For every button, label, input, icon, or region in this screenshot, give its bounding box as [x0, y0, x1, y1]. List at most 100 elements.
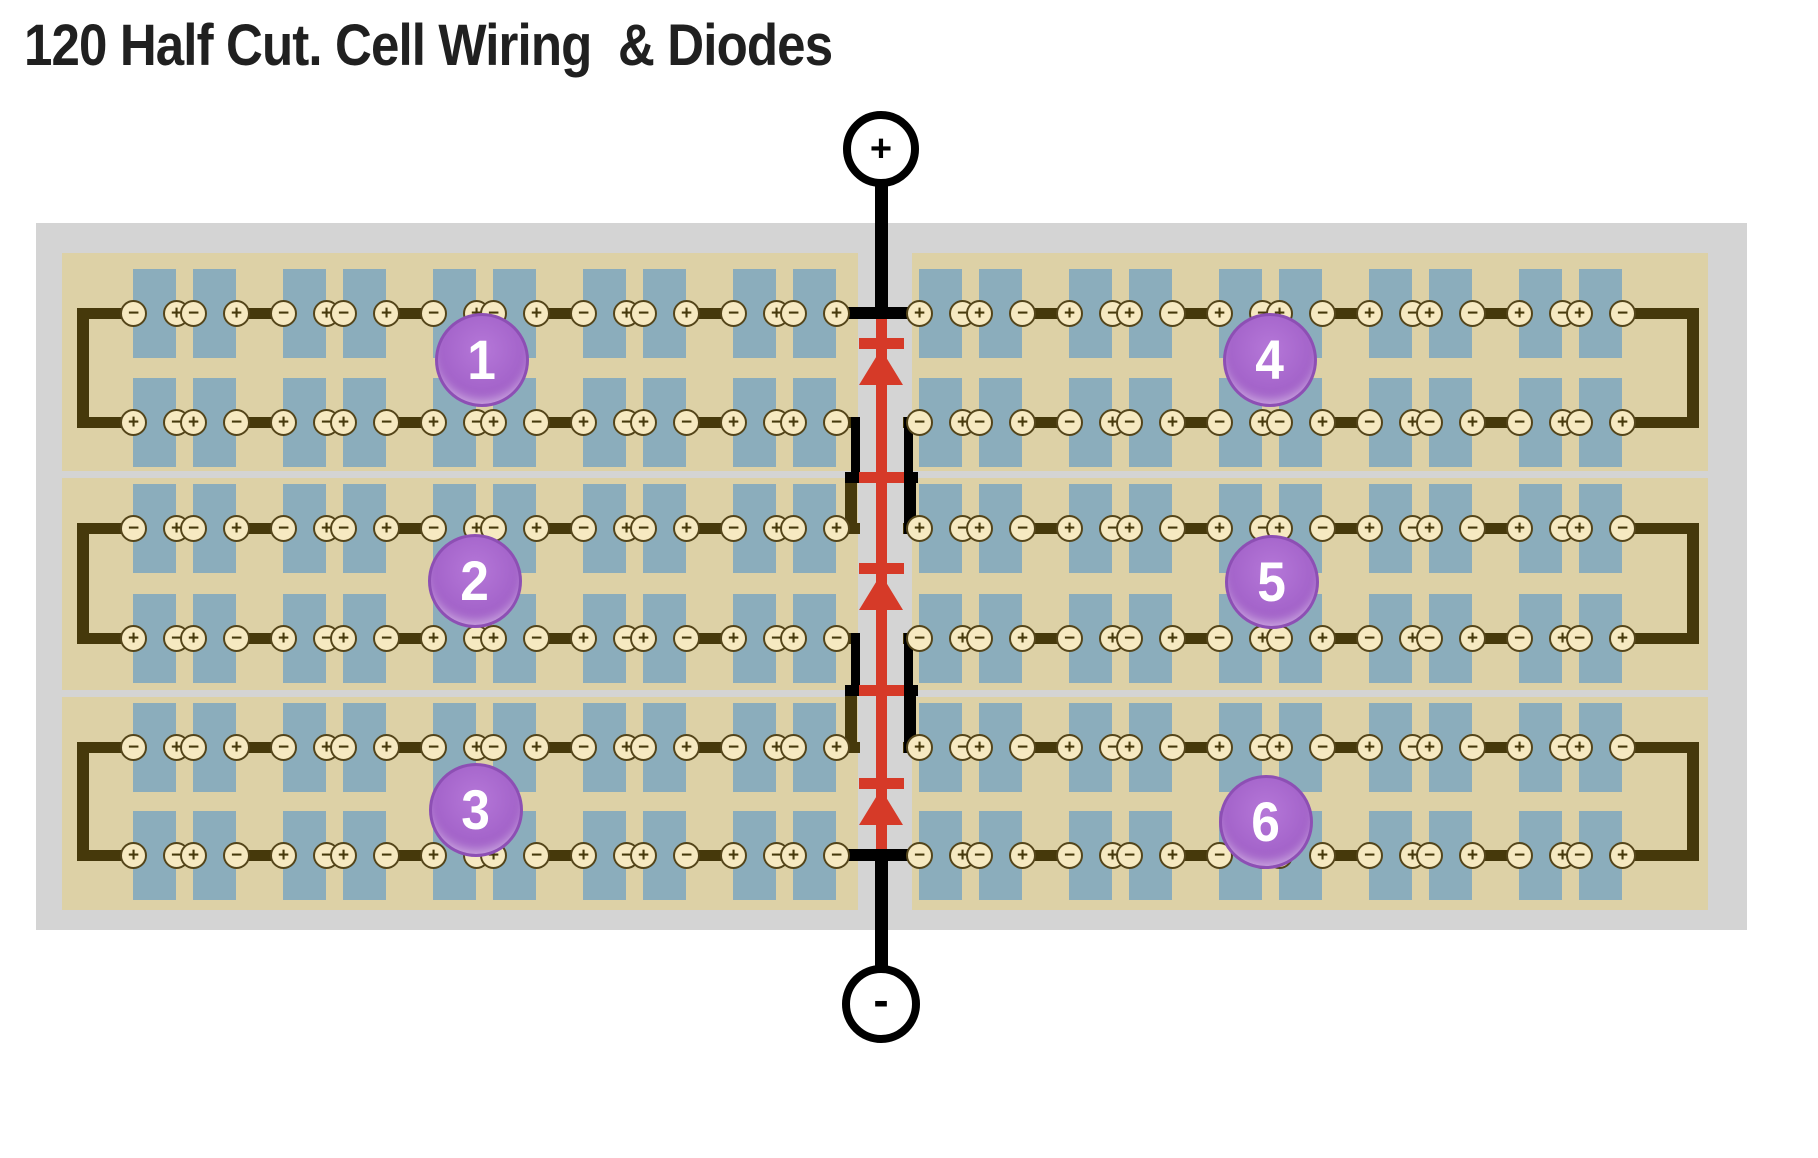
pad-sign: − [1166, 518, 1179, 539]
wire-segment [77, 417, 140, 428]
pad-sign: − [1616, 303, 1629, 324]
pad-sign: − [530, 845, 543, 866]
pad-sign: + [1556, 845, 1569, 866]
pad-sign: + [170, 737, 183, 758]
pad-sign: + [230, 518, 243, 539]
polarity-pad: + [1009, 842, 1036, 869]
pad-sign: + [1316, 845, 1329, 866]
polarity-pad: − [1609, 734, 1636, 761]
wire-segment [1172, 523, 1226, 534]
string-badge-2: 2 [428, 534, 522, 628]
polarity-pad: − [223, 625, 250, 652]
pad-sign: − [680, 845, 693, 866]
polarity-pad: + [1506, 515, 1533, 542]
badge-label: 6 [1251, 790, 1281, 853]
wire-segment [1472, 523, 1526, 534]
pad-sign: + [1256, 628, 1269, 649]
pad-sign: + [620, 737, 633, 758]
wire-segment [686, 742, 740, 753]
polarity-pad: − [720, 734, 747, 761]
polarity-pad: + [673, 300, 700, 327]
polarity-pad: + [1159, 409, 1186, 436]
wire-segment [536, 633, 590, 644]
pad-sign: + [1616, 628, 1629, 649]
pad-sign: − [770, 628, 783, 649]
pad-sign: − [1063, 412, 1076, 433]
badge-label: 1 [467, 328, 497, 391]
pad-sign: − [956, 737, 969, 758]
u-turn-wire [1687, 523, 1699, 644]
bus-junction-crossbar [859, 472, 904, 483]
polarity-pad: − [673, 842, 700, 869]
wire-segment [1618, 742, 1694, 753]
pad-sign: − [277, 518, 290, 539]
pad-sign: + [956, 412, 969, 433]
pad-sign: − [1016, 518, 1029, 539]
wire-segment [1618, 308, 1694, 319]
pad-sign: + [1556, 628, 1569, 649]
pad-sign: + [1556, 412, 1569, 433]
pad-sign: + [830, 518, 843, 539]
polarity-pad: − [630, 515, 657, 542]
polarity-pad: − [223, 842, 250, 869]
polarity-pad: + [1459, 842, 1486, 869]
polarity-pad: + [1206, 515, 1233, 542]
wire-segment [686, 417, 740, 428]
pad-sign: + [277, 628, 290, 649]
pad-sign: − [787, 737, 800, 758]
wire-segment [77, 850, 140, 861]
polarity-pad: + [823, 300, 850, 327]
polarity-pad: + [1266, 734, 1293, 761]
pad-sign: + [487, 628, 500, 649]
polarity-pad: + [480, 409, 507, 436]
polarity-pad: + [1609, 409, 1636, 436]
polarity-pad: − [823, 842, 850, 869]
wire-segment [77, 742, 140, 753]
polarity-pad: − [120, 300, 147, 327]
polarity-pad: − [1309, 300, 1336, 327]
polarity-pad: + [120, 409, 147, 436]
polarity-pad: − [1116, 625, 1143, 652]
polarity-pad: + [1159, 625, 1186, 652]
polarity-pad: − [1159, 734, 1186, 761]
wire-segment [236, 523, 290, 534]
pad-sign: + [770, 518, 783, 539]
pad-sign: − [320, 628, 333, 649]
bus-bar [851, 417, 860, 482]
pad-sign: − [727, 737, 740, 758]
diode-symbol-triangle-2 [859, 574, 903, 610]
polarity-pad: + [1459, 409, 1486, 436]
bus-junction-crossbar [859, 685, 904, 696]
bus-bar-to-positive [875, 185, 888, 318]
pad-sign: + [230, 303, 243, 324]
polarity-pad: + [373, 515, 400, 542]
polarity-pad: + [1356, 515, 1383, 542]
wire-segment [386, 523, 440, 534]
string-badge-1: 1 [435, 313, 529, 407]
pad-sign: − [230, 845, 243, 866]
polarity-pad: + [330, 842, 357, 869]
bus-tee-bottom [845, 849, 918, 861]
diode-symbol-bar-1 [859, 338, 904, 349]
polarity-pad: + [1009, 409, 1036, 436]
pad-sign: + [380, 737, 393, 758]
pad-sign: + [913, 737, 926, 758]
wire-segment [386, 308, 440, 319]
pad-sign: + [1573, 737, 1586, 758]
pad-sign: + [1273, 518, 1286, 539]
pad-sign: − [620, 628, 633, 649]
pad-sign: − [637, 518, 650, 539]
pad-sign: + [577, 412, 590, 433]
wire-segment [386, 417, 440, 428]
pad-sign: + [1363, 518, 1376, 539]
wire-segment [1022, 308, 1076, 319]
pad-sign: − [427, 303, 440, 324]
pad-sign: − [427, 737, 440, 758]
pad-sign: − [320, 845, 333, 866]
pad-sign: − [1406, 737, 1419, 758]
pad-sign: + [277, 412, 290, 433]
polarity-pad: + [630, 409, 657, 436]
pad-sign: + [680, 737, 693, 758]
pad-sign: − [530, 412, 543, 433]
polarity-pad: − [373, 842, 400, 869]
